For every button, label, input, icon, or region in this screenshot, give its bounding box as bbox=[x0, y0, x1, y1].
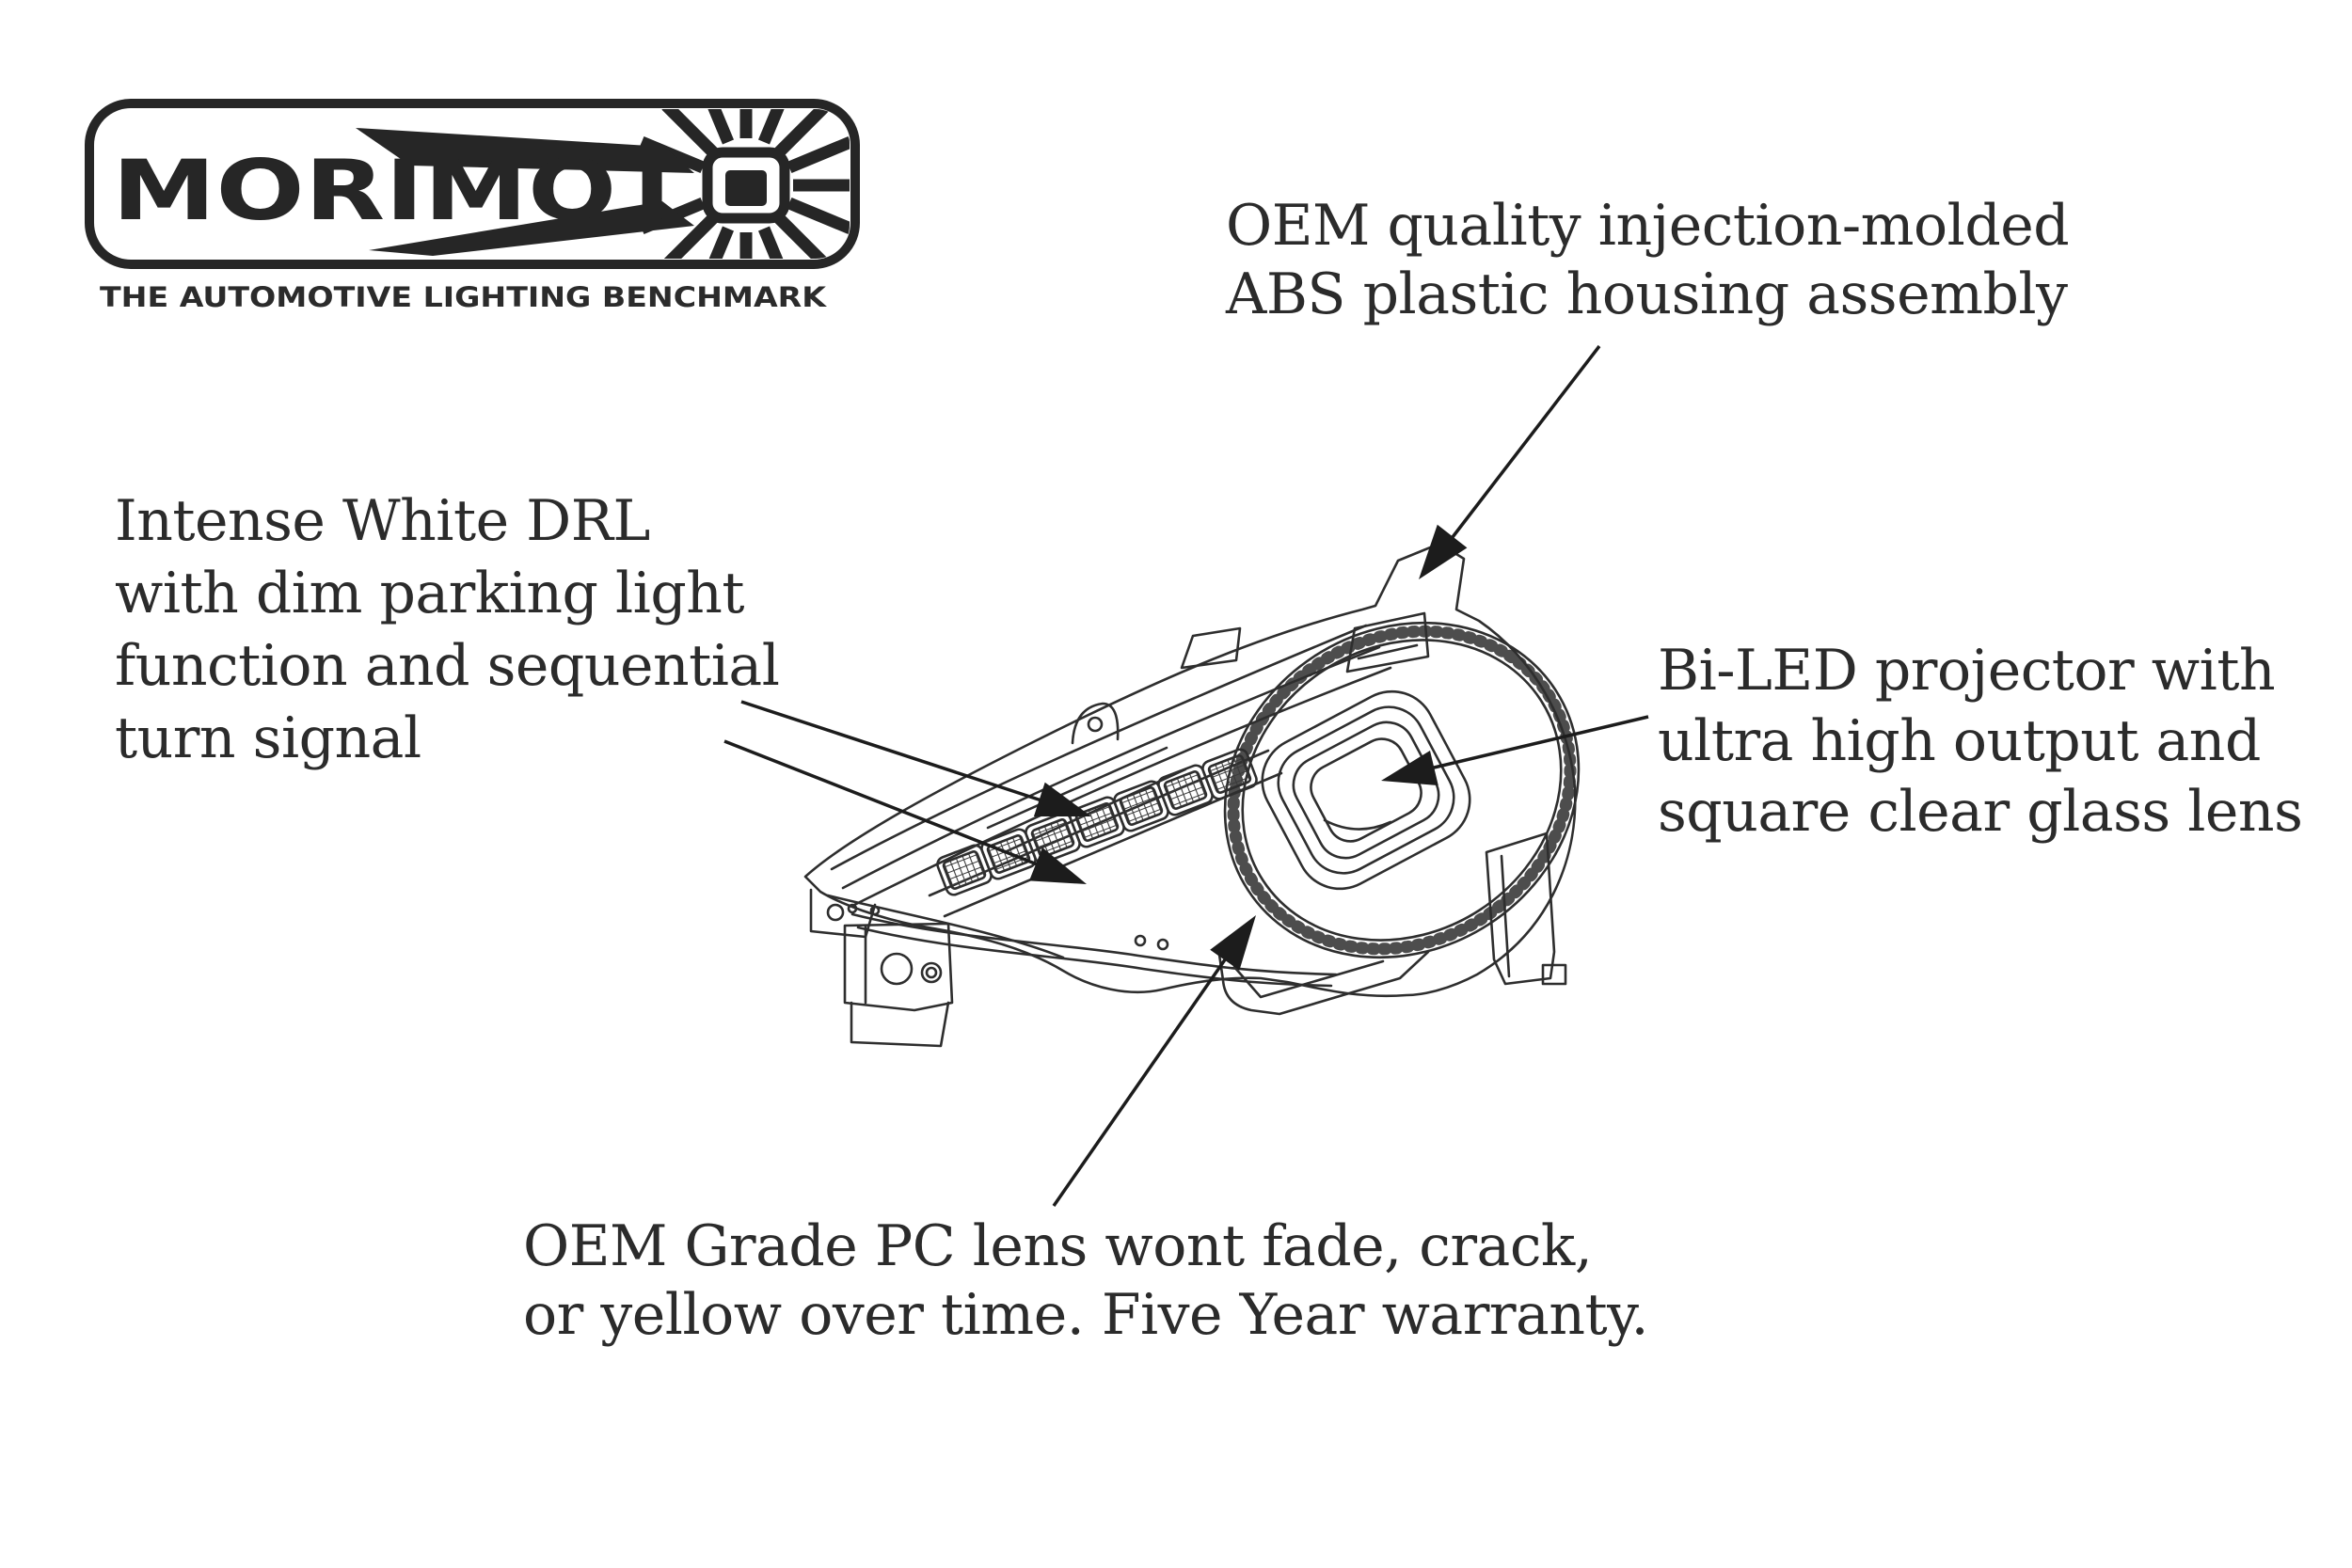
led-segment bbox=[1069, 796, 1125, 848]
housing-leader-arrow bbox=[1419, 344, 1601, 579]
logo-tagline: THE AUTOMOTIVE LIGHTING BENCHMARK bbox=[100, 281, 828, 313]
logo-border bbox=[85, 99, 860, 269]
led-segment-row bbox=[936, 748, 1258, 896]
annotation-line: Intense White DRL bbox=[115, 488, 650, 554]
projector-lens bbox=[1261, 689, 1471, 891]
logo-swoosh-lower bbox=[369, 201, 694, 256]
annotation-line: Bi-LED projector with bbox=[1658, 638, 2276, 704]
light-guide-curve bbox=[850, 912, 1338, 976]
annotation-lens: OEM Grade PC lens wont fade, crack, or y… bbox=[523, 1212, 1649, 1350]
annotation-line: ABS plastic housing assembly bbox=[1226, 261, 2068, 327]
mount-tab-trapezoid bbox=[1180, 626, 1242, 670]
annotation-line: OEM Grade PC lens wont fade, crack, bbox=[523, 1213, 1593, 1279]
projector-leader-arrow bbox=[1381, 715, 1649, 785]
annotation-line: square clear glass lens bbox=[1658, 779, 2303, 845]
sunburst-icon bbox=[356, 109, 850, 259]
plate-bolt bbox=[920, 961, 943, 984]
drl-leader-arrow-2 bbox=[723, 739, 1087, 884]
leader-arrows bbox=[723, 344, 1649, 1207]
nose-bracket bbox=[809, 888, 877, 939]
headlight-illustration bbox=[803, 542, 1581, 1048]
lower-panel bbox=[1216, 946, 1430, 1016]
morimoto-logo: MORIMOT THE AUTOMOTIVE LIGHTING BENCHMAR… bbox=[85, 99, 860, 313]
annotation-line: ultra high output and bbox=[1658, 708, 2261, 774]
annotation-line: OEM quality injection-molded bbox=[1226, 193, 2070, 259]
annotation-line: or yellow over time. Five Year warranty. bbox=[523, 1282, 1649, 1348]
housing-outline bbox=[803, 542, 1577, 998]
logo-wordmark: MORIMOT bbox=[112, 142, 688, 239]
led-segment bbox=[1201, 748, 1258, 800]
annotation-line: turn signal bbox=[115, 705, 421, 771]
annotation-projector: Bi-LED projector with ultra high output … bbox=[1658, 636, 2303, 847]
annotation-drl: Intense White DRL with dim parking light… bbox=[115, 485, 780, 775]
mount-tab-round bbox=[1071, 702, 1120, 745]
lens-leader-arrow bbox=[1052, 915, 1256, 1207]
drl-leader-arrow-1 bbox=[740, 700, 1091, 816]
annotation-housing: OEM quality injection-molded ABS plastic… bbox=[1226, 192, 2070, 329]
led-segment bbox=[1157, 764, 1214, 816]
annotation-line: with dim parking light bbox=[115, 561, 745, 626]
plate-hole bbox=[880, 952, 914, 986]
mounting-plate bbox=[843, 922, 954, 1012]
logo-swoosh-upper bbox=[356, 128, 694, 173]
annotation-line: function and sequential bbox=[115, 633, 780, 699]
projector-rim bbox=[1223, 621, 1581, 959]
